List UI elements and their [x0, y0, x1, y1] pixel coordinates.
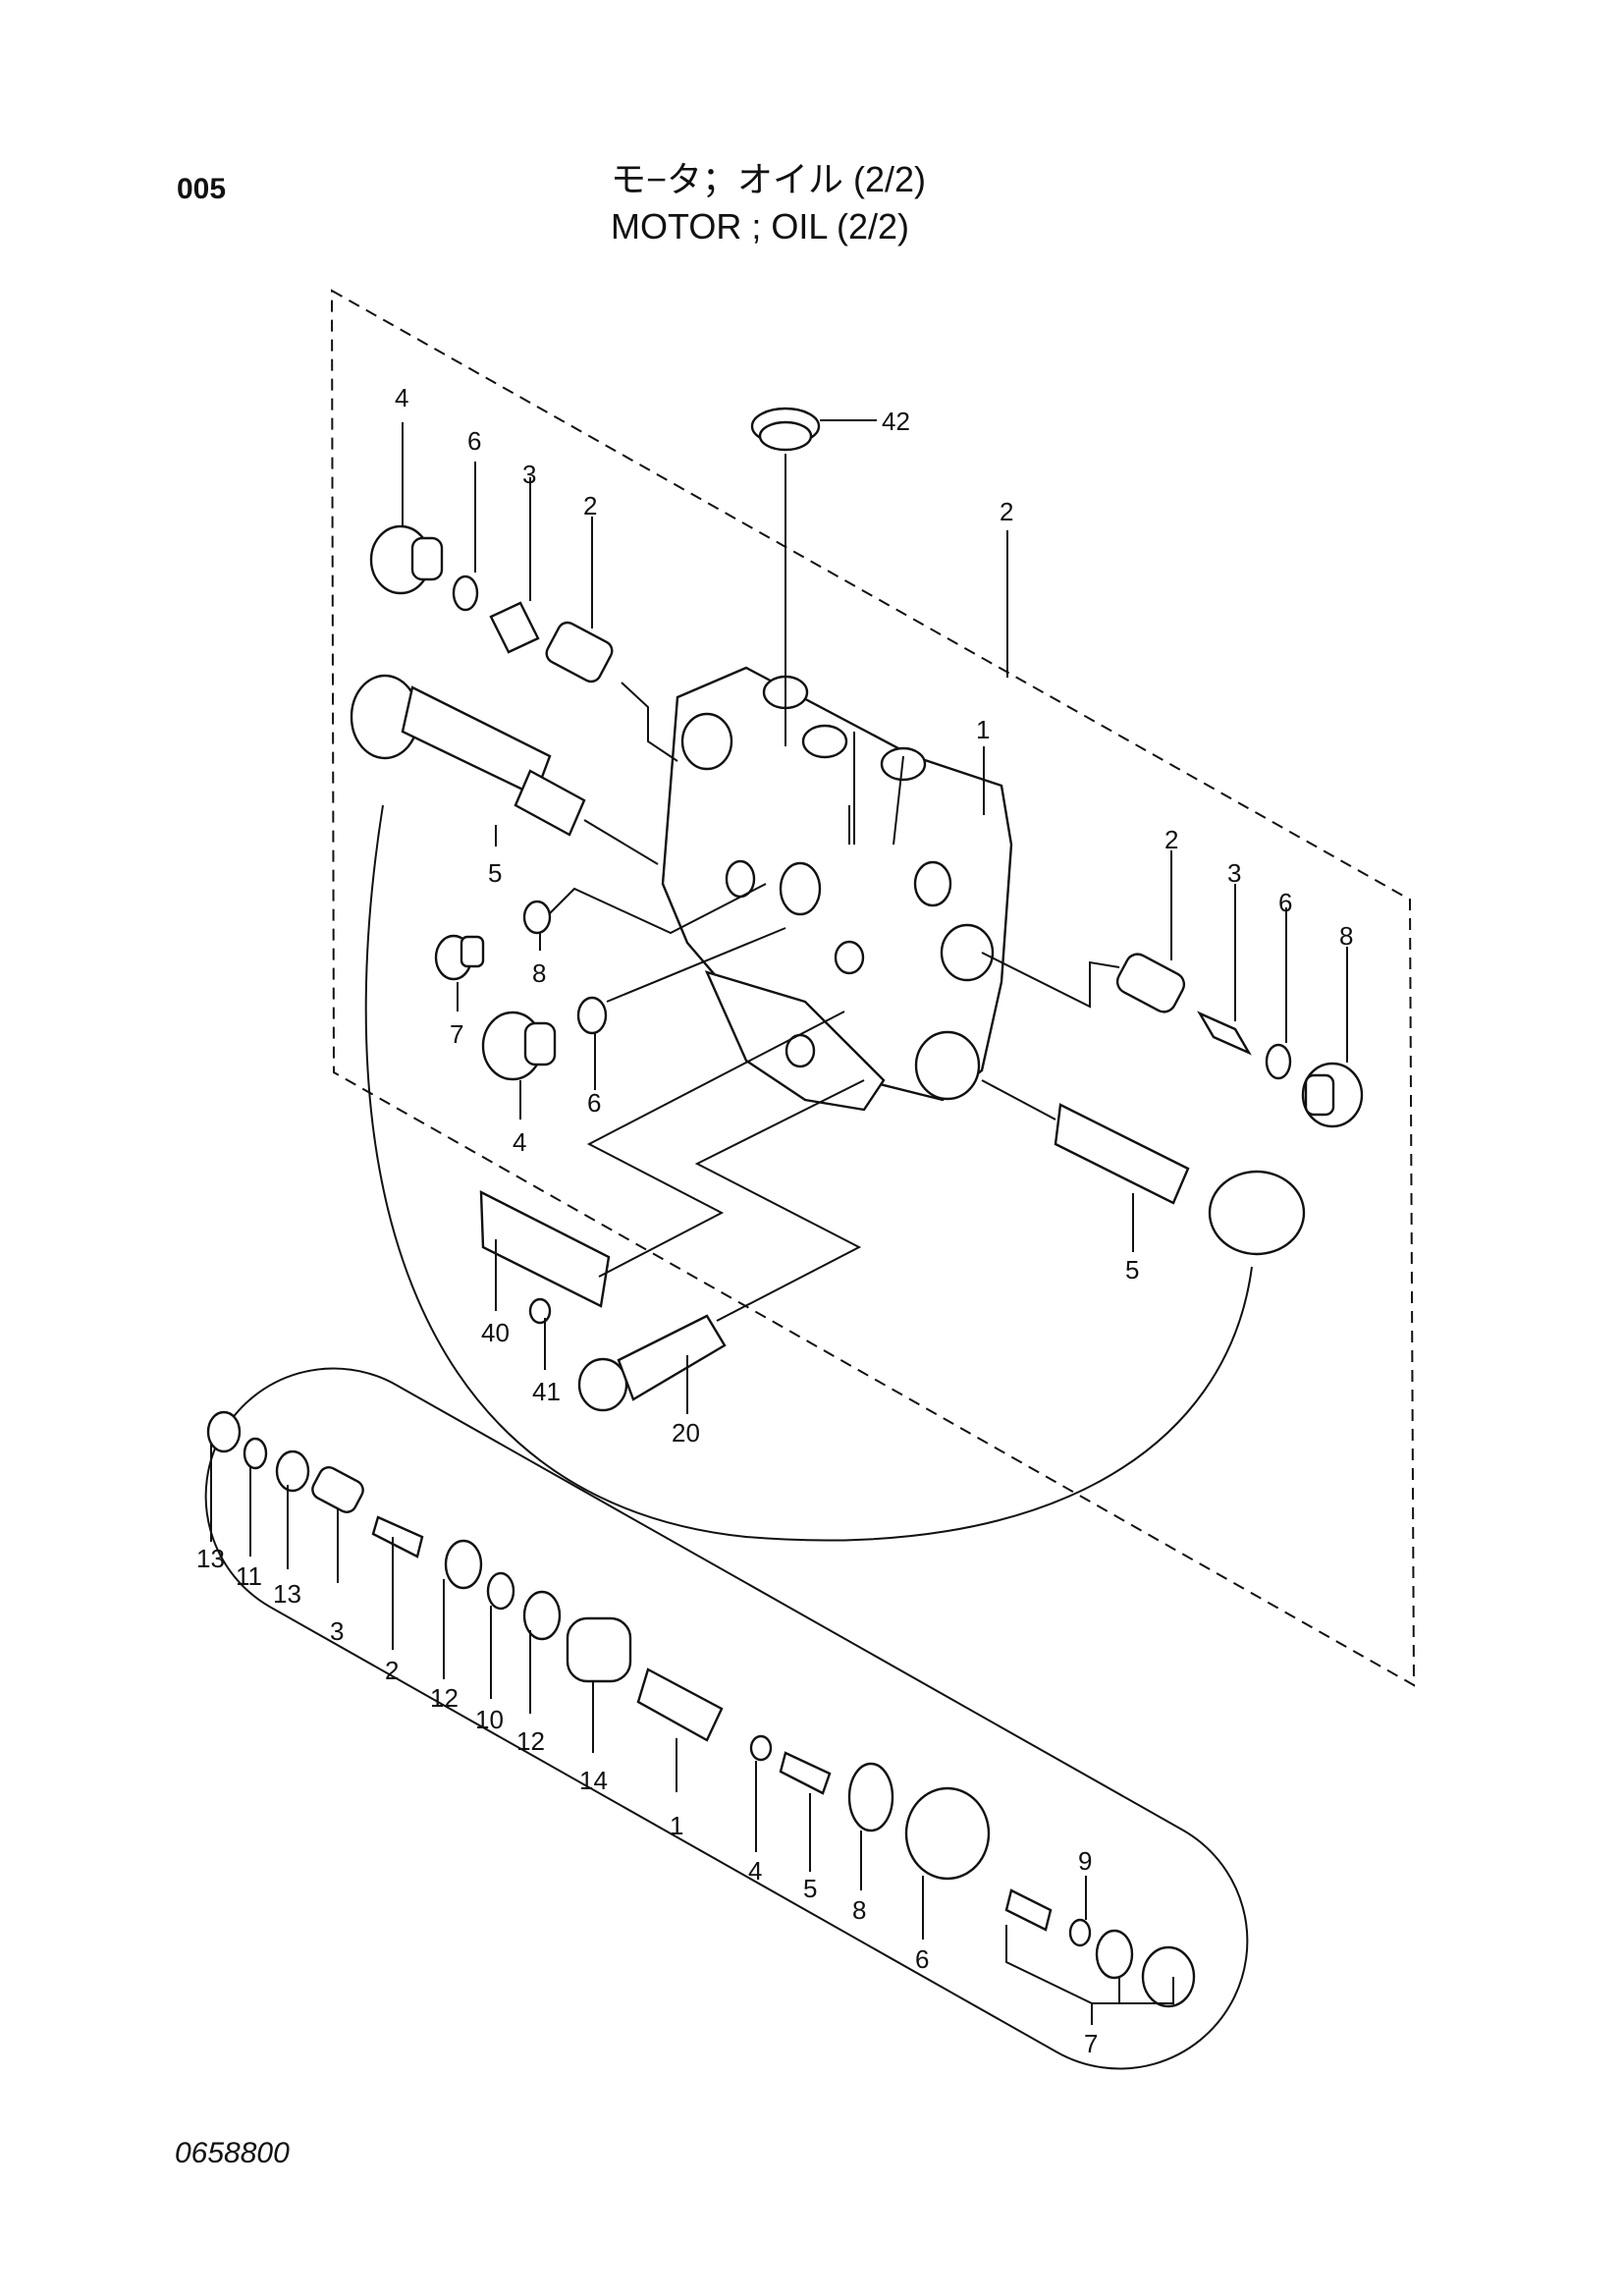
detail-callout-10: 10 [475, 1705, 504, 1734]
detail-callout-5: 5 [803, 1874, 817, 1903]
detail-callout-2: 2 [385, 1656, 399, 1685]
part-8-plug-right [1301, 947, 1364, 1128]
callout-41: 41 [532, 1377, 561, 1406]
detail-callout-6: 6 [915, 1944, 929, 1974]
callout-3-right: 3 [1227, 858, 1241, 888]
part-8-ring-left [522, 883, 767, 951]
callout-20: 20 [672, 1418, 700, 1448]
callout-1: 1 [976, 715, 990, 744]
title-japanese: モ−タ；オイル (2/2) [611, 159, 927, 199]
detail-connector-curve [364, 804, 1253, 1542]
callout-5-right: 5 [1125, 1255, 1139, 1285]
part-3-spring-upper [489, 477, 540, 654]
part-4-plug-lower [481, 1011, 557, 1120]
part-5-cartridge-right [981, 1079, 1306, 1256]
part-3-spring-right [1197, 884, 1252, 1056]
detail-callout-12a: 12 [430, 1683, 459, 1713]
page-number: 005 [177, 173, 227, 205]
part-6-oring-left [576, 927, 786, 1090]
detail-callout-3: 3 [330, 1616, 344, 1646]
callout-8-left: 8 [532, 958, 546, 988]
detail-callout-1: 1 [670, 1811, 683, 1840]
detail-callout-14: 14 [579, 1766, 608, 1795]
detail-callout-13a: 13 [196, 1544, 225, 1573]
title-english: MOTOR ; OIL (2/2) [611, 206, 910, 246]
part-7-plug-left [434, 934, 485, 1011]
callout-4-lower: 4 [513, 1127, 526, 1157]
part-41-screw [528, 1297, 552, 1370]
part-2-spool-upper [545, 517, 678, 762]
detail-callout-13b: 13 [273, 1579, 301, 1609]
assembly-frame [330, 289, 1416, 1687]
callout-7-left: 7 [450, 1019, 463, 1049]
callout-3-upper: 3 [522, 460, 536, 489]
part-40-plate [479, 1011, 845, 1311]
part-5-cartridge-upper [350, 674, 659, 865]
document-id: 0658800 [175, 2137, 290, 2169]
part-20-bolt [577, 1079, 865, 1414]
detail-callout-11: 11 [236, 1561, 262, 1591]
part-42-cap [750, 407, 877, 678]
callout-2-upper: 2 [583, 491, 597, 520]
callout-8-right: 8 [1339, 921, 1353, 951]
callout-2-right: 2 [1164, 825, 1178, 854]
callout-6-left: 6 [587, 1088, 601, 1118]
callout-6-right: 6 [1278, 888, 1292, 917]
detail-callout-12b: 12 [516, 1726, 545, 1756]
detail-callout-8: 8 [852, 1895, 866, 1925]
part-6-oring-right [1265, 907, 1292, 1080]
valve-body [661, 666, 1013, 1112]
callout-42: 42 [882, 407, 910, 436]
callout-4-upper: 4 [395, 383, 408, 412]
part-2-spool-right [981, 850, 1186, 1013]
callout-6-upper: 6 [467, 426, 481, 456]
detail-callout-9: 9 [1078, 1846, 1092, 1876]
detail-callout-7: 7 [1084, 2029, 1098, 2058]
detail-oval [204, 1367, 1249, 2070]
detail-parts [206, 1410, 1196, 2025]
part-6-oring-upper [452, 462, 479, 612]
callout-40: 40 [481, 1318, 510, 1347]
part-4-plug-upper [369, 422, 444, 595]
detail-callout-4: 4 [748, 1856, 762, 1886]
callout-5-upper: 5 [488, 858, 502, 888]
callout-2-frame: 2 [1000, 497, 1013, 526]
